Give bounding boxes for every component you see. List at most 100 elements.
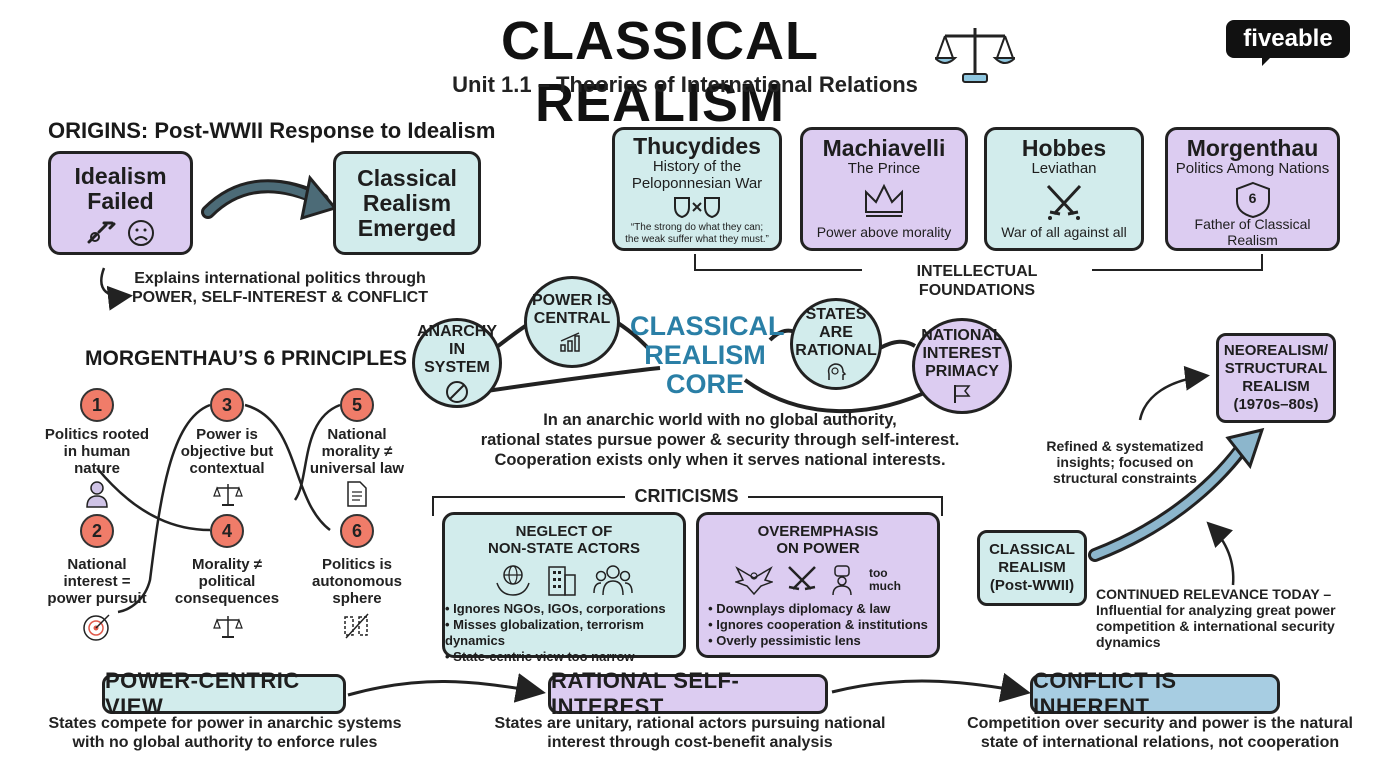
p4-line1: Morality ≠ <box>192 556 262 573</box>
crit-right-title2: ON POWER <box>776 540 860 557</box>
classical-line1: CLASSICAL <box>989 541 1075 558</box>
anarchy-line1: ANARCHY <box>417 322 497 340</box>
core-title-line2: REALISM <box>644 340 766 370</box>
p1-line2: in human <box>63 443 131 460</box>
neo-line2: STRUCTURAL <box>1224 360 1328 377</box>
conflict-inherent-desc: Competition over security and power is t… <box>950 714 1370 752</box>
thinker-hobbes: Hobbes Leviathan War of all against all <box>984 127 1144 251</box>
fiveable-logo: fiveable <box>1226 20 1350 58</box>
neo-line3: REALISM <box>1242 378 1310 395</box>
list-item: Downplays diplomacy & law <box>708 601 928 617</box>
principle-1-text: Politics rooted in human nature <box>32 426 162 477</box>
power-centric-desc: States compete for power in anarchic sys… <box>40 714 410 752</box>
desc-line2: interest through cost-benefit analysis <box>547 734 833 751</box>
badge-shape <box>1235 181 1270 219</box>
origins-heading: ORIGINS: Post-WWII Response to Idealism <box>48 118 496 143</box>
shields-icon <box>674 197 720 219</box>
explain-line2: POWER, SELF-INTEREST & CONFLICT <box>132 289 428 306</box>
classical-realism-box: CLASSICAL REALISM (Post-WWII) <box>977 530 1087 606</box>
thinker-name: Morgenthau <box>1186 135 1319 161</box>
too-much-line2: much <box>868 579 901 593</box>
badge-number: 6 <box>1248 190 1257 206</box>
principle-3-text: Power is objective but contextual <box>162 426 292 477</box>
interest-line2: INTEREST <box>922 345 1002 362</box>
target-icon <box>83 614 110 641</box>
crown-icon <box>865 183 903 217</box>
rational-self-interest-pill: RATIONAL SELF-INTEREST <box>548 668 828 719</box>
neorealism-box: NEOREALISM/ STRUCTURAL REALISM (1970s–80… <box>1216 333 1336 423</box>
national-interest-circle: NATIONAL INTEREST PRIMACY <box>912 318 1012 414</box>
refined-line1: Refined & systematized <box>1046 438 1204 454</box>
p5-line3: universal law <box>309 460 405 477</box>
rational-line2: ARE <box>819 324 853 341</box>
p1-line1: Politics rooted <box>44 426 150 443</box>
desc-line1: States compete for power in anarchic sys… <box>48 715 402 732</box>
relevance-line3: competition & international security <box>1096 618 1335 634</box>
balance-scale-icon <box>935 28 1015 83</box>
desc-line2: state of international relations, not co… <box>980 734 1340 751</box>
criticism-non-state-actors: NEGLECT OF NON-STATE ACTORS Ignores NGOs… <box>442 512 686 664</box>
rational-line1: STATES <box>805 306 867 323</box>
thinker-note: War of all against all <box>1001 224 1127 240</box>
emerged-line3: Emerged <box>357 214 457 241</box>
autonomy-icon <box>344 613 369 639</box>
summary-line3: Cooperation exists only when it serves n… <box>494 451 946 469</box>
principle-6-text: Politics is autonomous sphere <box>292 556 422 607</box>
thinker-work: Leviathan <box>1031 160 1097 177</box>
desc-line1: States are unitary, rational actors purs… <box>494 715 886 732</box>
list-item: State-centric view too narrow <box>445 649 683 665</box>
thinker-thucydides: Thucydides History of the Peloponnesian … <box>612 127 782 251</box>
refined-line2: insights; focused on <box>1056 454 1194 470</box>
flag-icon <box>954 385 971 403</box>
p1-line3: nature <box>74 460 120 477</box>
logo-tail <box>1262 56 1282 66</box>
no-authority-icon <box>446 380 468 403</box>
failed-icons <box>86 218 156 248</box>
anarchy-circle: ANARCHY IN SYSTEM <box>412 318 502 408</box>
thinker-work: The Prince <box>847 160 921 177</box>
power-central-circle: POWER IS CENTRAL <box>524 276 620 368</box>
p3-line1: Power is <box>196 426 258 443</box>
power-centric-pill: POWER-CENTRIC VIEW <box>102 668 346 719</box>
p2-line2: interest = <box>63 573 131 590</box>
origins-explanation: Explains international politics through … <box>120 269 440 307</box>
list-item: Overly pessimistic lens <box>708 633 928 649</box>
brain-head-icon <box>827 363 847 380</box>
page-title: CLASSICAL REALISM <box>501 11 819 133</box>
sad-face-icon <box>127 220 154 246</box>
desc-line1: Competition over security and power is t… <box>967 715 1353 732</box>
relevance-line1: CONTINUED RELEVANCE TODAY – <box>1096 586 1332 602</box>
p6-line3: sphere <box>332 590 382 607</box>
relevance-note: CONTINUED RELEVANCE TODAY – Influential … <box>1096 586 1366 650</box>
building-icon <box>548 566 576 596</box>
desc-line2: with no global authority to enforce rule… <box>72 734 378 751</box>
neo-line1: NEOREALISM/ <box>1223 342 1329 359</box>
rational-self-interest-desc: States are unitary, rational actors purs… <box>480 714 900 752</box>
p4-line3: consequences <box>174 590 280 607</box>
scale-icon <box>213 616 243 638</box>
idealism-failed-box: Idealism Failed <box>48 151 193 255</box>
principle-5-text: National morality ≠ universal law <box>292 426 422 477</box>
principles-heading: MORGENTHAU’S 6 PRINCIPLES <box>85 347 408 370</box>
broken-chain-icon <box>87 221 115 244</box>
p6-line2: autonomous <box>312 573 402 590</box>
core-title-line3: CORE <box>665 369 744 399</box>
relevance-line4: dynamics <box>1096 634 1161 650</box>
person-icon <box>86 481 108 508</box>
p2-line3: power pursuit <box>47 590 147 607</box>
interest-line1: NATIONAL <box>921 327 1003 344</box>
p3-line3: contextual <box>189 460 265 477</box>
globe-hands-icon <box>496 565 530 596</box>
overemphasis-icons: too much <box>734 563 901 597</box>
thinker-note: Father of Classical Realism <box>1194 216 1311 248</box>
p3-line2: objective but <box>180 443 274 460</box>
thinker-machiavelli: Machiavelli The Prince Power above moral… <box>800 127 968 251</box>
criticism-overemphasis-power: OVEREMPHASIS ON POWER too much Downplays… <box>696 512 940 658</box>
p4-line2: political <box>198 573 256 590</box>
principle-2-number: 2 <box>80 514 114 548</box>
crossed-swords-icon <box>788 566 816 591</box>
document-icon <box>347 481 367 507</box>
rational-line3: RATIONAL <box>795 342 877 359</box>
non-state-list: Ignores NGOs, IGOs, corporations Misses … <box>445 601 683 665</box>
eagle-icon <box>734 566 773 596</box>
